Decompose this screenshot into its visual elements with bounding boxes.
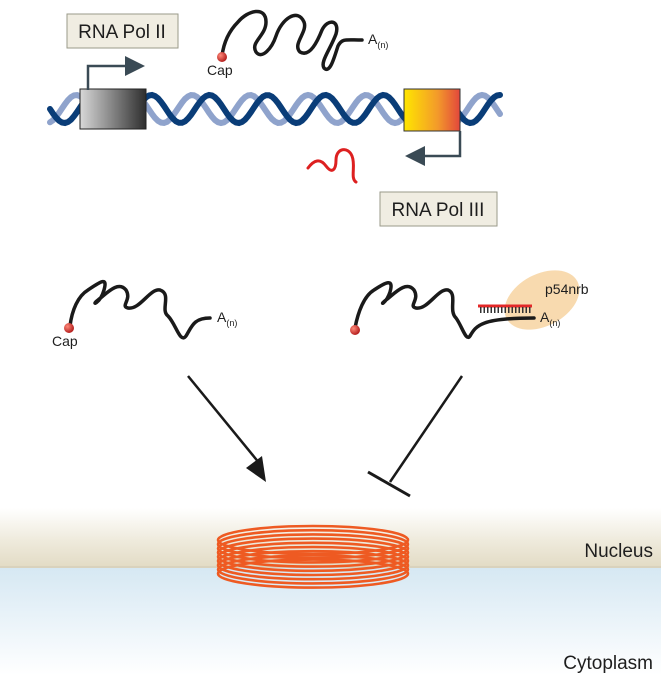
circular-rna-coil	[216, 524, 410, 589]
circular-rna-ring	[216, 528, 410, 560]
mrna-right: p54nrb A(n)	[350, 270, 589, 340]
cytoplasm-region	[0, 568, 661, 675]
pol3-label: RNA Pol III	[392, 200, 485, 221]
p54nrb-label: p54nrb	[545, 281, 589, 297]
circular-rna-ring	[216, 554, 410, 585]
mrna-left-polya: A(n)	[217, 309, 237, 328]
small-rna	[306, 148, 358, 184]
nucleus-label: Nucleus	[584, 541, 653, 562]
export-arrowhead	[246, 456, 266, 482]
mrna-right-strand	[353, 281, 536, 340]
mrna-top-cap	[217, 52, 227, 62]
pol3-transcription-arrow	[405, 131, 462, 166]
pol2-label: RNA Pol II	[78, 22, 166, 43]
circular-rna-ring	[216, 533, 410, 564]
circular-rna-ring	[216, 524, 410, 556]
pol3-label-box	[379, 191, 498, 227]
mrna-top-polya: A(n)	[368, 31, 388, 50]
export-arrow	[187, 375, 261, 465]
circular-rna-ring	[216, 558, 410, 589]
circular-rna-ring	[216, 541, 410, 573]
circular-rna-ring	[216, 537, 410, 568]
pol3-promoter-box	[403, 88, 461, 132]
mrna-right-polya: A(n)	[540, 309, 560, 328]
mrna-right-cap	[350, 325, 360, 335]
inhibition-bar	[367, 470, 411, 498]
circular-rna-ring	[216, 549, 410, 581]
mrna-left-strand	[68, 279, 212, 340]
mrna-top-cap-label: Cap	[207, 62, 233, 78]
pol2-promoter-box	[79, 88, 147, 130]
pol2-label-box	[66, 13, 179, 49]
p54nrb-protein	[504, 270, 580, 330]
inhibition-line	[388, 375, 464, 483]
mrna-left-cap-label: Cap	[52, 333, 78, 349]
pol2-transcription-arrow	[86, 56, 145, 90]
cytoplasm-label: Cytoplasm	[563, 653, 653, 674]
mrna-left: Cap A(n)	[52, 279, 237, 349]
mrna-top-strand	[220, 9, 364, 72]
circular-rna-ring	[216, 545, 410, 577]
mrna-top: Cap A(n)	[207, 9, 388, 78]
mrna-left-cap	[64, 323, 74, 333]
